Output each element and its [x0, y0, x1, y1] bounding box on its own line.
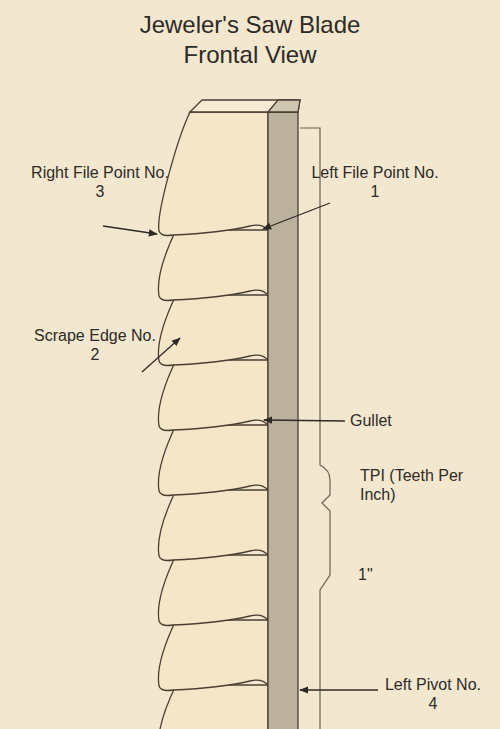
- saw-tooth: [158, 490, 268, 561]
- saw-tooth: [158, 620, 268, 691]
- part-label: Gullet: [350, 411, 430, 430]
- leader-line: [103, 226, 157, 234]
- tpi-outline-bracket: [300, 128, 330, 729]
- saw-tooth: [158, 295, 268, 366]
- part-label: 1": [358, 565, 398, 584]
- saw-tooth: [158, 230, 268, 301]
- blade-teeth: [158, 112, 268, 729]
- saw-tooth: [158, 425, 268, 496]
- saw-tooth: [158, 685, 268, 729]
- leader-line: [300, 689, 378, 690]
- diagram-title: Jeweler's Saw Blade Frontal View: [130, 10, 370, 70]
- blade-top-side: [268, 100, 300, 112]
- leader-line: [264, 420, 345, 421]
- saw-tooth: [158, 555, 268, 626]
- part-label: Right File Point No. 3: [30, 163, 170, 201]
- saw-tooth: [159, 112, 268, 236]
- part-label: Scrape Edge No. 2: [30, 326, 160, 364]
- saw-tooth: [158, 360, 268, 431]
- blade-top-face: [190, 100, 300, 112]
- part-label: Left File Point No. 1: [305, 163, 445, 201]
- part-label: TPI (Teeth Per Inch): [360, 466, 465, 504]
- part-label: Left Pivot No. 4: [383, 675, 483, 713]
- leader-line: [263, 203, 330, 229]
